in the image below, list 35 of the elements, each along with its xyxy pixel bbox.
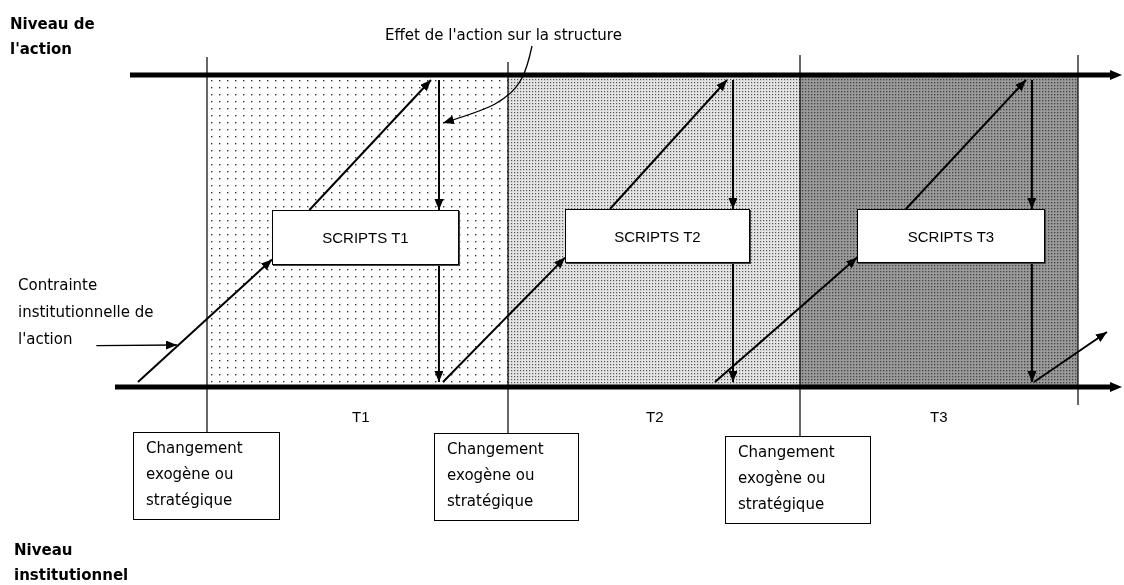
annotation-text: Effet de l'action sur la structure xyxy=(385,26,622,44)
arrow xyxy=(308,79,432,211)
arrow xyxy=(1027,262,1037,383)
arrow xyxy=(904,79,1027,210)
change-box xyxy=(133,432,280,520)
time-axis xyxy=(130,70,1122,80)
annotation-text: Contrainte institutionnelle de l'action xyxy=(18,276,154,348)
period-label: T2 xyxy=(646,408,664,425)
arrow xyxy=(136,258,273,383)
scripts-box xyxy=(857,209,1045,263)
leader-arrow xyxy=(95,340,178,350)
level-title: Niveau de l'action xyxy=(10,14,96,60)
arrow xyxy=(1027,79,1037,210)
scripts-box xyxy=(565,209,750,263)
arrow xyxy=(442,256,566,383)
period-label: T3 xyxy=(930,408,948,425)
arrow xyxy=(728,262,738,383)
box-text: SCRIPTS T1 xyxy=(322,229,409,246)
leader-arrow xyxy=(442,45,533,125)
time-axis xyxy=(115,382,1122,392)
level-title: Niveau institutionnel xyxy=(14,540,130,585)
box-text: Changement exogène ou stratégique xyxy=(146,439,243,509)
box-text: Changement exogène ou stratégique xyxy=(738,443,835,513)
box-text: SCRIPTS T3 xyxy=(907,227,995,245)
change-box xyxy=(725,436,871,524)
arrow xyxy=(434,264,444,383)
arrow xyxy=(434,79,444,211)
box-text: SCRIPTS T2 xyxy=(614,227,701,245)
arrow xyxy=(1033,331,1108,383)
box-text: Changement exogène ou stratégique xyxy=(447,440,544,510)
arrow xyxy=(728,79,738,210)
change-box xyxy=(434,433,579,521)
scripts-box xyxy=(272,210,459,265)
period-label: T1 xyxy=(352,408,370,425)
arrow xyxy=(713,256,858,383)
